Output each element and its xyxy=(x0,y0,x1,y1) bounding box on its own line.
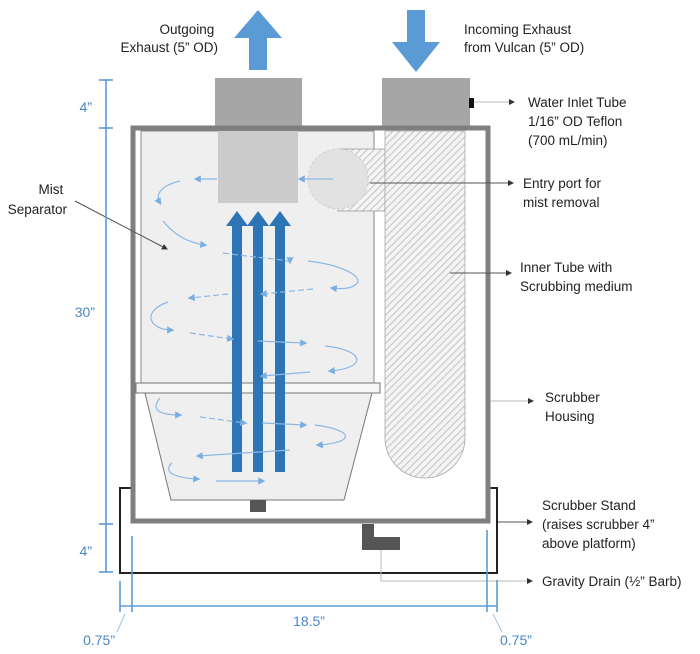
water-inlet-fitting xyxy=(469,98,474,108)
incoming-exhaust-label: Incoming Exhaust from Vulcan (5” OD) xyxy=(464,22,584,55)
gravity-drain-leader xyxy=(380,550,533,584)
outgoing-exhaust-label: Outgoing Exhaust (5” OD) xyxy=(120,22,218,55)
funnel-drain-fitting xyxy=(250,500,266,512)
incoming-exhaust-pipe xyxy=(382,78,470,128)
entry-port-circle xyxy=(307,148,369,210)
inner-tube-label: Inner Tube with Scrubbing medium xyxy=(520,260,633,294)
outgoing-internal-duct xyxy=(218,131,298,203)
mist-separator-label: Mist Separator xyxy=(8,182,68,217)
entry-port-label: Entry port for mist removal xyxy=(523,176,605,210)
stand-height-dimension: 4” xyxy=(80,543,93,559)
mist-separator-leader xyxy=(74,200,168,250)
mist-swirl-flow-icon xyxy=(150,175,359,485)
left-margin-dimension: 0.75” xyxy=(83,632,115,648)
inner-tube-scrubbing-medium xyxy=(384,130,466,479)
scrubber-stand-label: Scrubber Stand (raises scrubber 4” above… xyxy=(542,498,658,551)
incoming-exhaust-arrow-icon xyxy=(392,10,440,72)
vertical-dimension-lines xyxy=(99,79,113,573)
water-inlet-label: Water Inlet Tube 1/16” OD Teflon (700 mL… xyxy=(528,95,630,148)
outgoing-exhaust-pipe xyxy=(215,78,302,128)
horizontal-dimension-lines xyxy=(116,530,503,633)
outgoing-exhaust-arrow-icon xyxy=(234,10,282,70)
right-margin-dimension: 0.75” xyxy=(500,632,532,648)
gravity-drain-fitting xyxy=(362,524,400,550)
gravity-drain-label: Gravity Drain (½” Barb) xyxy=(542,574,682,589)
housing-height-dimension: 30” xyxy=(75,304,96,320)
width-dimension: 18.5” xyxy=(293,613,325,629)
top-height-dimension: 4” xyxy=(80,99,93,115)
scrubber-housing-label: Scrubber Housing xyxy=(545,390,604,424)
